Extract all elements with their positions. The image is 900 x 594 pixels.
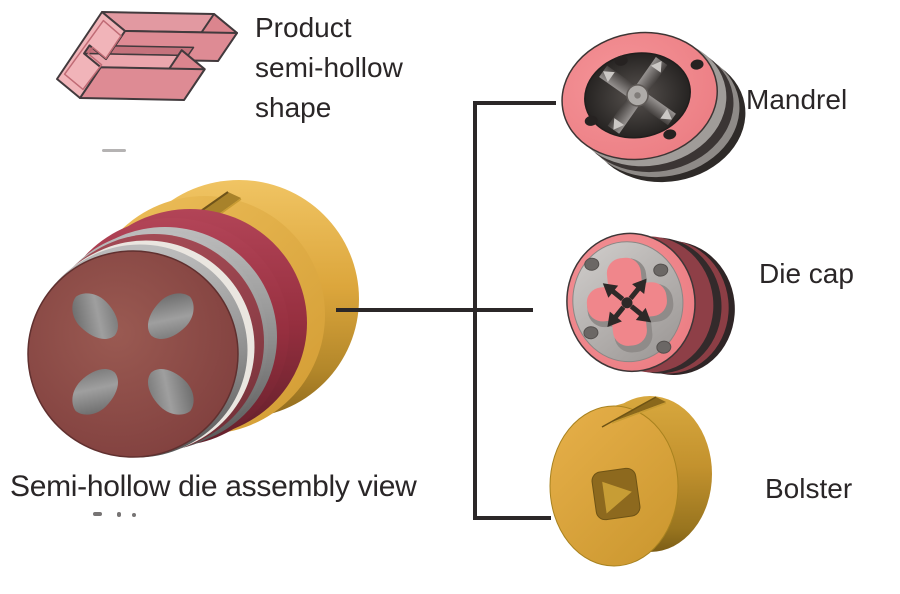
bolster-square-hole	[591, 467, 641, 521]
product-shape-illustration	[56, 11, 238, 101]
product-shape-label: Product semi-hollow shape	[255, 8, 403, 128]
expand-arrows-icon	[602, 278, 652, 327]
assembly-port-holes	[72, 293, 194, 415]
assembly-caption: Semi-hollow die assembly view	[10, 470, 417, 503]
connector-assembly-line	[336, 308, 533, 312]
die-cap-illustration	[566, 232, 735, 375]
assembly-front-face	[27, 250, 239, 458]
mandrel-core-bridges	[599, 56, 676, 134]
connector-bolster-line	[473, 516, 551, 520]
mandrel-illustration	[561, 31, 746, 183]
die-assembly-illustration	[27, 180, 359, 458]
die-cap-label: Die cap	[759, 258, 854, 289]
cropped-text-artifact	[132, 513, 136, 517]
connector-vertical-line	[473, 101, 477, 520]
connector-mandrel-line	[473, 101, 556, 105]
product-label-line3: shape	[255, 92, 332, 123]
product-label-line2: semi-hollow	[255, 52, 403, 83]
cropped-text-artifact	[102, 149, 126, 152]
product-label-line1: Product	[255, 12, 352, 43]
mandrel-label: Mandrel	[746, 84, 848, 115]
bolster-illustration	[549, 396, 712, 567]
die-cap-bolt-holes	[583, 257, 672, 354]
mandrel-bolt-holes	[584, 55, 704, 140]
cropped-text-artifact	[93, 512, 102, 516]
bolster-label: Bolster	[765, 473, 853, 504]
cropped-text-artifact	[117, 512, 121, 517]
